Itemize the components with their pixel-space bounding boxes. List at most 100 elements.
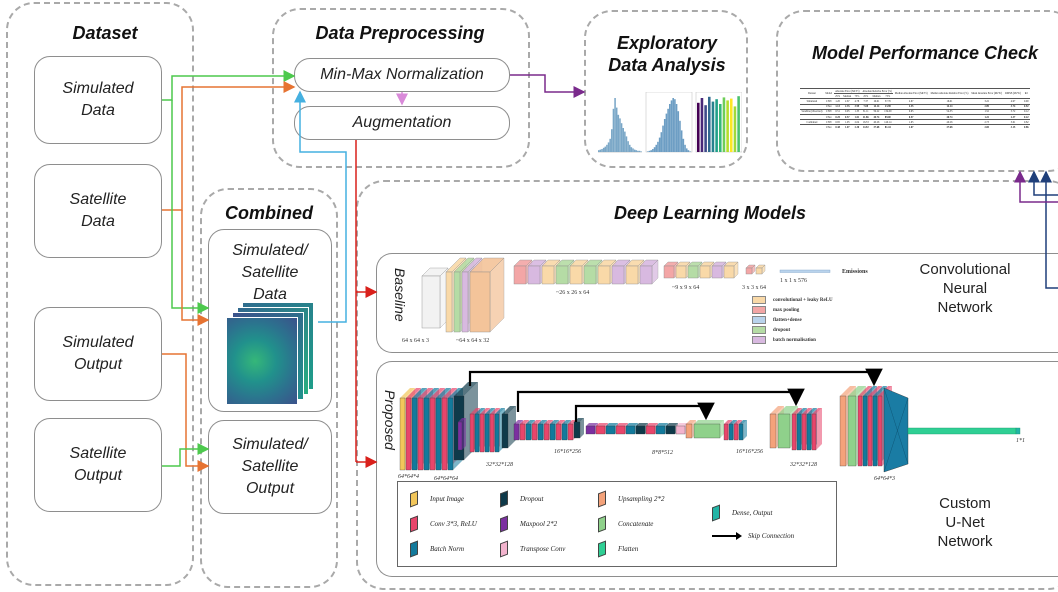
- eda-bar3: [708, 96, 711, 152]
- unet-legend-label: Flatten: [618, 545, 639, 553]
- arrow-sim-data-to-norm: [162, 70, 296, 101]
- unet-legend-label: Dense, Output: [732, 509, 773, 517]
- unet-enc1-layer-top: [442, 388, 457, 398]
- eda-hist1-bar: [624, 131, 626, 152]
- cnn-legend-swatch: [752, 316, 766, 324]
- arrow-perf-link: [1028, 170, 1058, 196]
- unet-enc3-layer-top: [526, 420, 535, 424]
- unet-dec1-layer-top: [734, 420, 742, 424]
- cnn-mid-block: [513, 265, 527, 285]
- unet-enc1-layer-top: [412, 388, 427, 398]
- unet-legend-label: Maxpool 2*2: [520, 520, 558, 528]
- eda-hist1-bar: [598, 150, 600, 152]
- unet-legend-item: Dropout: [500, 490, 543, 508]
- eda-hist2-bar: [675, 104, 678, 152]
- eda-hist2-bar: [689, 151, 691, 152]
- eda-hist2-bar: [647, 151, 649, 152]
- unet-dense-bar: [907, 427, 1017, 435]
- satellite-output-box[interactable]: Satellite Output: [34, 418, 162, 512]
- simulated-data-box[interactable]: Simulated Data: [34, 56, 162, 144]
- unet-legend-item: Skip Connection: [712, 532, 794, 540]
- augmentation-box[interactable]: Augmentation: [294, 106, 510, 140]
- cnn-deep-block: [687, 265, 699, 279]
- unet-dec2-layer: [811, 413, 817, 451]
- unet-bottleneck-layer: [585, 425, 596, 435]
- dl-models-title: Deep Learning Models: [613, 203, 807, 223]
- unet-dim-label: 16*16*256: [736, 449, 763, 455]
- cnn-pool-final: [745, 267, 753, 275]
- unet-enc2-layer-top: [485, 408, 495, 414]
- eda-hist1-bar: [611, 129, 613, 152]
- normalization-box[interactable]: Min-Max Normalization: [294, 58, 510, 92]
- unet-dim-label: 64*64*4: [398, 474, 419, 480]
- unet-dec2-layer-side: [816, 408, 822, 450]
- eda-hist2-bar: [660, 132, 663, 152]
- unet-dec3-layer: [857, 395, 863, 467]
- cnn-deep-block: [675, 265, 687, 279]
- unet-enc3-layer-top: [532, 420, 541, 424]
- unet-enc2-dropout: [501, 413, 509, 449]
- satellite-data-box[interactable]: Satellite Data: [34, 164, 162, 258]
- unet-enc2-layer-top: [480, 408, 490, 414]
- eda-hist1-bar: [627, 141, 629, 152]
- unet-enc2-layer-top: [475, 408, 485, 414]
- eda-hist1-bar: [601, 149, 603, 152]
- cnn-deep-block: [711, 265, 723, 279]
- eda-hist1-bar: [640, 151, 642, 152]
- eda-hist1-bar: [622, 128, 624, 152]
- simulated-output-box[interactable]: Simulated Output: [34, 307, 162, 401]
- eda-hist2-bar: [658, 137, 661, 152]
- cnn-mid-block: [625, 265, 639, 285]
- unet-bottleneck-layer-top: [666, 423, 678, 426]
- unet-up1: [685, 423, 693, 439]
- skip-connection-1: [468, 368, 883, 387]
- eda-hist1-bar: [633, 149, 636, 152]
- unet-enc1-layer: [399, 397, 406, 471]
- arrow-sim-data-to-combined: [171, 100, 210, 314]
- unet-legend-label: Conv 3*3, ReLU: [430, 520, 477, 528]
- eda-hist1-bar: [609, 138, 611, 152]
- unet-enc3-layer-top: [556, 420, 565, 424]
- unet-enc2-layer-top: [470, 408, 480, 414]
- unet-enc3-layer-top: [568, 420, 577, 424]
- unet-enc2-layer: [484, 413, 490, 453]
- unet-bottleneck-layer-top: [606, 423, 618, 426]
- unet-dec3-layer-top: [868, 386, 882, 396]
- cnn-network-label: Convolutional Neural Network: [919, 261, 1011, 316]
- unet-enc3-layer: [555, 423, 562, 441]
- dl-models-panel: [356, 180, 1058, 590]
- cnn-output-label: Emissions: [842, 269, 868, 275]
- eda-hist2-bar: [672, 98, 674, 152]
- unet-dec3-layer: [867, 395, 873, 467]
- unet-dim-label: 32*32*128: [790, 462, 817, 468]
- unet-concat1-top: [694, 420, 724, 424]
- skip-connection-2: [516, 388, 805, 412]
- cnn-legend-item: max pooling: [752, 306, 799, 314]
- combined-output-box[interactable]: Simulated/ Satellite Output: [208, 420, 332, 514]
- unet-bottleneck-layer: [655, 425, 666, 435]
- unet-enc3-layer: [543, 423, 550, 441]
- eda-hist2-bar: [665, 113, 668, 152]
- unet-dec1-layer-top: [739, 420, 747, 424]
- unet-dec3-layer-top: [873, 386, 887, 396]
- arrow-norm-to-eda: [510, 74, 586, 98]
- cnn-mid-block: [611, 265, 625, 285]
- unet-dec2-layer: [796, 413, 802, 451]
- unet-dec2-layer-top: [807, 408, 817, 414]
- unet-bottleneck-layer-top: [676, 423, 688, 426]
- cnn-dim-label: ~26 x 26 x 64: [556, 290, 590, 296]
- unet-legend-label: Batch Norm: [430, 545, 465, 553]
- performance-panel: [776, 10, 1058, 172]
- combined-data-label: Simulated/ Satellite Data: [232, 242, 308, 303]
- eda-hist2-bar: [685, 148, 688, 152]
- arrow-sat-data-to-norm: [162, 81, 296, 211]
- eda-hist1-bar: [607, 142, 610, 152]
- unet-enc2-layer: [494, 413, 500, 453]
- unet-enc1-layer-top: [418, 388, 433, 398]
- unet-skip-connections: [468, 368, 883, 422]
